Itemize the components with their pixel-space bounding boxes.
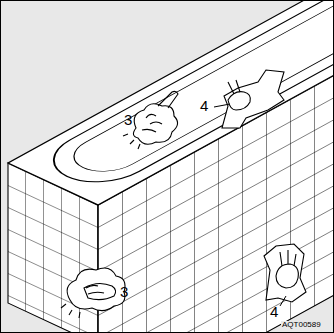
callout-number: 4 [200, 98, 208, 113]
callout-number: 3 [124, 112, 132, 127]
paper-hand-bottom [264, 244, 306, 302]
paper-hand-top [222, 70, 284, 128]
leader-line [280, 296, 286, 306]
callout-number: 3 [120, 284, 128, 299]
cloth-hand-top [123, 91, 178, 149]
leader-line [214, 104, 230, 107]
cloth-hand-bottom [61, 268, 125, 318]
callout-number: 4 [270, 304, 278, 319]
bathtub-top [8, 0, 334, 205]
figure-code: AQT00589 [281, 321, 322, 329]
